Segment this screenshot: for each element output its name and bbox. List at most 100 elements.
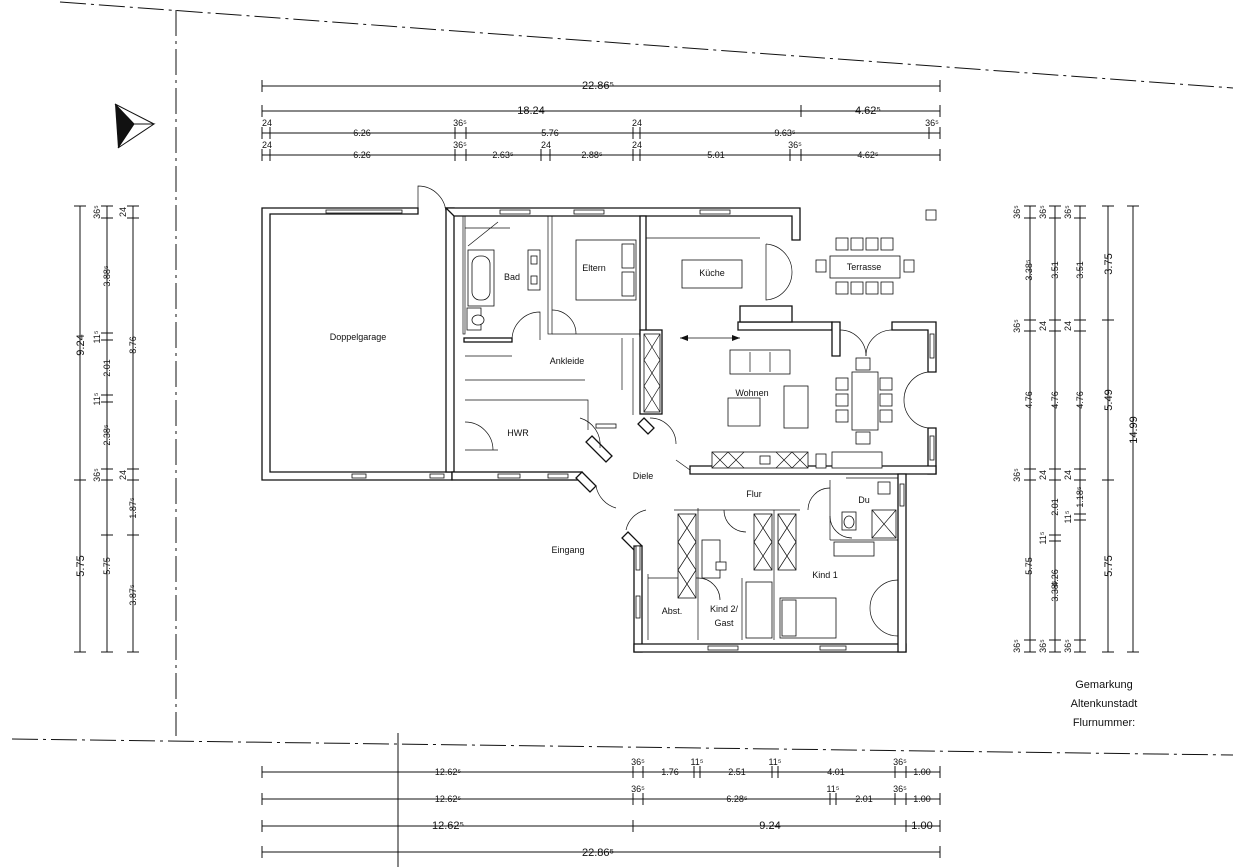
- left-dimension-chains: 9.24 5.75 36⁵ 3.88⁵ 11⁵ 2.01 11⁵ 2.38⁵ 3…: [74, 205, 139, 653]
- dim-top-row4-3: 2.63⁵: [492, 150, 514, 160]
- dim-left-inner-1: 8.76: [128, 336, 138, 354]
- dim-top-row4-7: 5.01: [707, 150, 725, 160]
- dim-top-total: 22.86⁵: [582, 80, 614, 92]
- dim-top-row3-4: 24: [632, 118, 642, 128]
- room-label-entrance: Eingang: [551, 545, 584, 555]
- dim-bottom-row1-7: 36⁵: [893, 757, 907, 767]
- dim-bottom-row1-6: 4.01: [827, 767, 845, 777]
- north-arrow-icon: [114, 103, 156, 149]
- room-label-child1: Kind 1: [812, 570, 838, 580]
- dim-right-col3-0: 36⁵: [1063, 205, 1073, 219]
- room-label-storage: Abst.: [662, 606, 683, 616]
- desk-icon: [701, 539, 837, 639]
- dim-top-row4-0: 24: [262, 140, 272, 150]
- dim-top-row2-b: 4.62⁵: [855, 105, 881, 117]
- dim-bottom-row1-8: 1.00: [913, 767, 931, 777]
- dim-left-inner-2: 24: [118, 470, 128, 480]
- dim-bottom-row1-0: 12.62⁵: [435, 767, 462, 777]
- room-label-hall: Diele: [633, 471, 654, 481]
- dim-right-outer-2: 5.75: [1103, 555, 1115, 576]
- dim-top-row3-5: 9.63⁵: [774, 128, 796, 138]
- dim-left-mid-2: 11⁵: [92, 330, 102, 343]
- shower-icon: [833, 481, 897, 557]
- dim-top-row4-8: 36⁵: [788, 140, 802, 150]
- dim-top-row4-2: 36⁵: [453, 140, 467, 150]
- dim-top-row4-6: 24: [632, 140, 642, 150]
- property-boundary: [11, 1, 1233, 867]
- dim-bottom-row2-5: 36⁵: [893, 784, 907, 794]
- dining-table-icon: [835, 357, 893, 445]
- dim-right-col3-6: 11⁵: [1063, 510, 1073, 523]
- dim-right-col2-7: 4.26: [1050, 569, 1060, 587]
- room-labels: Doppelgarage Bad Eltern Küche Terrasse A…: [330, 262, 882, 628]
- parcel-note-line2: Altenkunstadt: [1071, 698, 1138, 710]
- parcel-note-line3: Flurnummer:: [1073, 717, 1135, 729]
- bottom-dimension-chains: 12.62⁵ 36⁵ 1.76 11⁵ 2.51 11⁵ 4.01 36⁵ 1.…: [261, 757, 941, 859]
- dim-bottom-row2-1: 36⁵: [631, 784, 645, 794]
- cabinet-icon: [595, 333, 797, 599]
- dim-bottom-row2-3: 11⁵: [826, 784, 839, 794]
- dim-top-row3-0: 24: [262, 118, 272, 128]
- dim-right-col2-8: 36⁵: [1038, 639, 1048, 653]
- dim-top-row4-5: 2.88⁵: [581, 150, 603, 160]
- dim-right-col2-2: 24: [1038, 321, 1048, 331]
- room-label-kitchen: Küche: [699, 268, 725, 278]
- room-label-garage: Doppelgarage: [330, 332, 387, 342]
- room-label-living: Wohnen: [735, 388, 768, 398]
- parcel-note: Gemarkung Altenkunstadt Flurnummer:: [1071, 679, 1138, 729]
- dim-top-row4-4: 24: [541, 140, 551, 150]
- terrace-table-icon: [815, 237, 915, 295]
- dim-bottom-row1-4: 2.51: [728, 767, 746, 777]
- top-dimension-chains: 22.86⁵ 18.24 4.62⁵ 24 6.26 36⁵ 5.76 24 9…: [261, 80, 941, 161]
- room-label-child2-line1: Kind 2/: [710, 604, 739, 614]
- doors: [417, 185, 929, 637]
- dim-left-outer-1: 5.75: [75, 555, 87, 576]
- dim-right-total: 14.99: [1128, 416, 1140, 444]
- dim-bottom-row1-5: 11⁵: [768, 757, 781, 767]
- dim-left-mid-1: 3.88⁵: [102, 265, 112, 287]
- dim-left-mid-3: 2.01: [102, 359, 112, 377]
- dim-top-row3-6: 36⁵: [925, 118, 939, 128]
- dim-right-col2-4: 24: [1038, 470, 1048, 480]
- dim-right-col2-1: 3.51: [1050, 261, 1060, 279]
- dim-right-col1-7: 36⁵: [1012, 639, 1022, 653]
- dim-right-col2-6: 11⁵: [1038, 531, 1048, 544]
- dim-left-mid-5: 2.38⁵: [102, 424, 112, 446]
- dim-left-mid-8: 5.75: [102, 557, 112, 575]
- dim-right-col1-4: 36⁵: [1012, 468, 1022, 482]
- room-label-corridor: Flur: [746, 489, 762, 499]
- dim-right-col3-4: 24: [1063, 470, 1073, 480]
- dim-bottom-total: 22.86⁵: [582, 847, 614, 859]
- dim-right-col1-5: 5.75: [1024, 557, 1034, 575]
- furniture: [466, 221, 915, 639]
- dim-right-col1-0: 36⁵: [1012, 205, 1022, 219]
- dim-top-row4-9: 4.62⁵: [857, 150, 879, 160]
- dim-right-col3-5: 1.18⁵: [1075, 486, 1085, 508]
- dim-right-col3-7: 36⁵: [1063, 639, 1073, 653]
- room-label-child2-line2: Gast: [714, 618, 734, 628]
- dim-right-col2-0: 36⁵: [1038, 205, 1048, 219]
- room-label-terrace: Terrasse: [847, 262, 882, 272]
- dim-left-outer-0: 9.24: [75, 334, 87, 355]
- dim-bottom-row2-4: 2.01: [855, 794, 873, 804]
- dim-top-row3-2: 36⁵: [453, 118, 467, 128]
- double-bed-icon: [575, 239, 637, 301]
- dim-right-col3-2: 24: [1063, 321, 1073, 331]
- dim-bottom-row3-2: 1.00: [911, 820, 932, 832]
- dim-right-col3-3: 4.76: [1075, 391, 1085, 409]
- dim-top-row3-1: 6.26: [353, 128, 371, 138]
- windows: [325, 209, 937, 651]
- dim-bottom-row1-2: 1.76: [661, 767, 679, 777]
- bathtub-icon: [467, 249, 495, 307]
- dim-bottom-row2-2: 6.28⁵: [726, 794, 748, 804]
- dim-top-row3-3: 5.76: [541, 128, 559, 138]
- sofa-icon: [727, 349, 809, 429]
- dim-right-col2-5: 2.01: [1050, 498, 1060, 516]
- dim-right-col3-1: 3.51: [1075, 261, 1085, 279]
- room-label-shower: Du: [858, 495, 870, 505]
- dim-right-outer-1: 5.49: [1103, 389, 1115, 410]
- dim-top-row2-a: 18.24: [517, 105, 545, 117]
- room-label-dressing: Ankleide: [550, 356, 585, 366]
- parcel-note-line1: Gemarkung: [1075, 679, 1132, 691]
